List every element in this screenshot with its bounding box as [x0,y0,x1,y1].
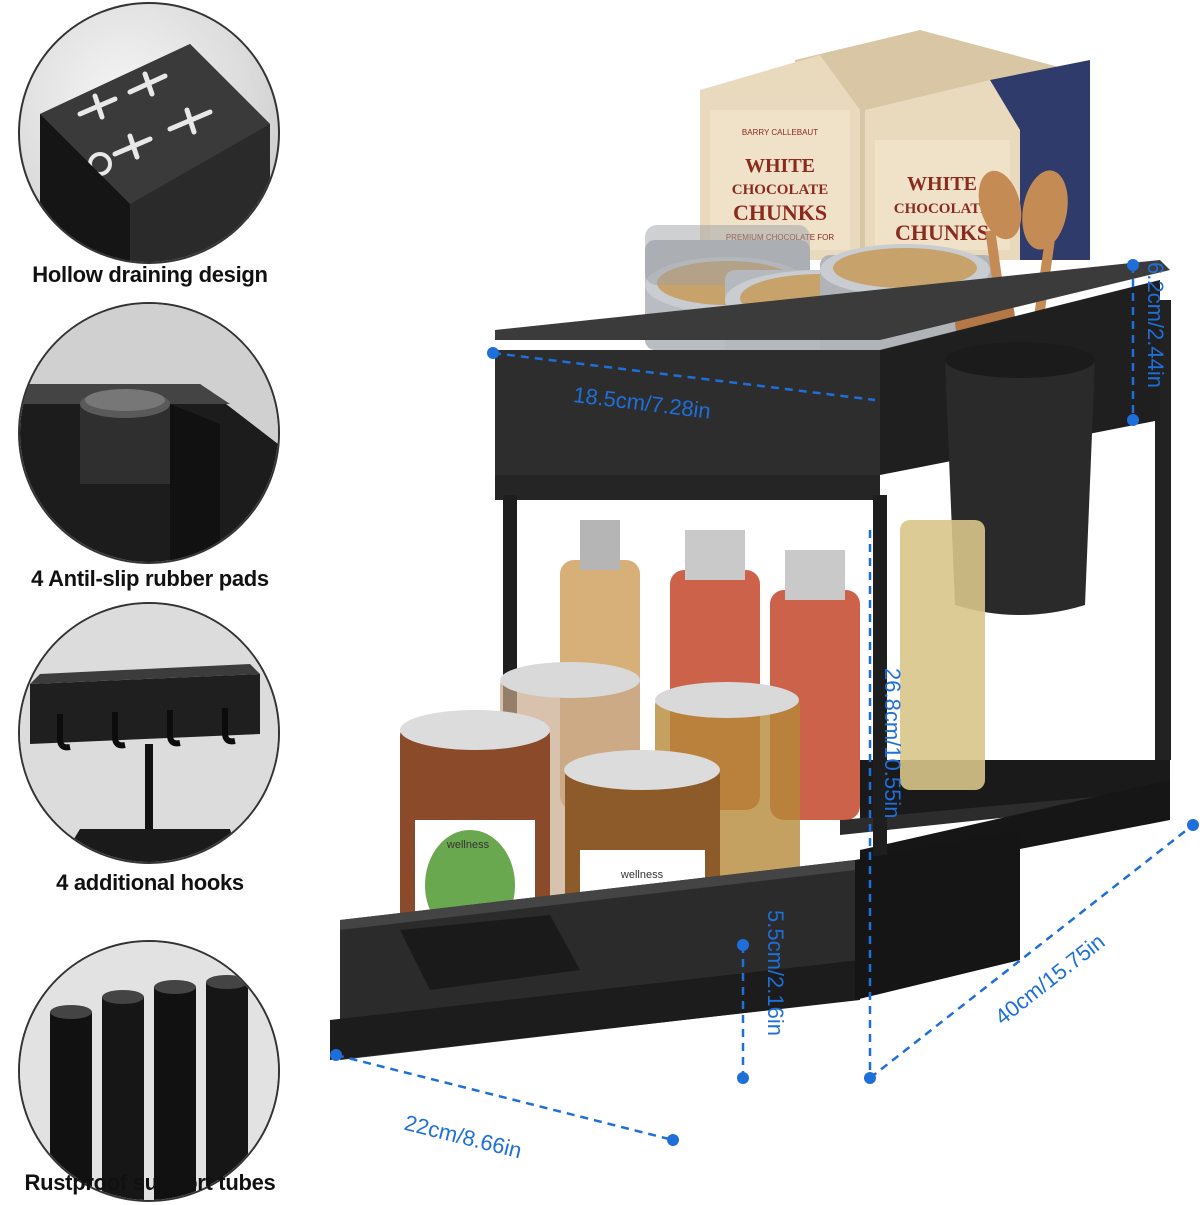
feature-drain: Hollow draining design [0,0,300,300]
box-brand: BARRY CALLEBAUT [742,128,818,137]
feature-label: Hollow draining design [32,262,268,287]
product-illustration: BARRY CALLEBAUT WHITE CHOCOLATE CHUNKS P… [330,30,1199,1146]
box-title-3: CHUNKS [733,200,827,225]
drain-slots-icon [18,2,280,264]
box-title-1: WHITE [745,155,815,177]
box-title-2: CHOCOLATE [732,182,828,198]
dimension-total-height: 26.8cm/10.55in [880,668,905,819]
hooks-icon [18,602,280,864]
jar-brand: wellness [446,839,490,851]
box2-title-3: CHUNKS [895,220,989,245]
feature-label: 4 Antil-slip rubber pads [31,566,269,591]
feature-label: Rustproof support tubes [24,1170,276,1195]
jar2-brand: wellness [620,869,664,881]
feature-tubes: Rustproof support tubes [0,900,300,1202]
rubber-pad-icon [18,302,280,564]
dimension-drawer-height: 5.5cm/2.16in [763,910,788,1036]
feature-label: 4 additional hooks [56,870,244,895]
feature-pads: 4 Antil-slip rubber pads [0,300,300,600]
dimension-top-height: 6.2cm/2.44in [1143,262,1168,388]
box2-title-1: WHITE [907,173,977,195]
box2-title-2: CHOCOLATE [894,201,990,217]
feature-hooks: 4 additional hooks [0,600,300,900]
product-scene: BARRY CALLEBAUT WHITE CHOCOLATE CHUNKS P… [300,0,1200,1200]
support-tubes-icon [18,940,280,1202]
